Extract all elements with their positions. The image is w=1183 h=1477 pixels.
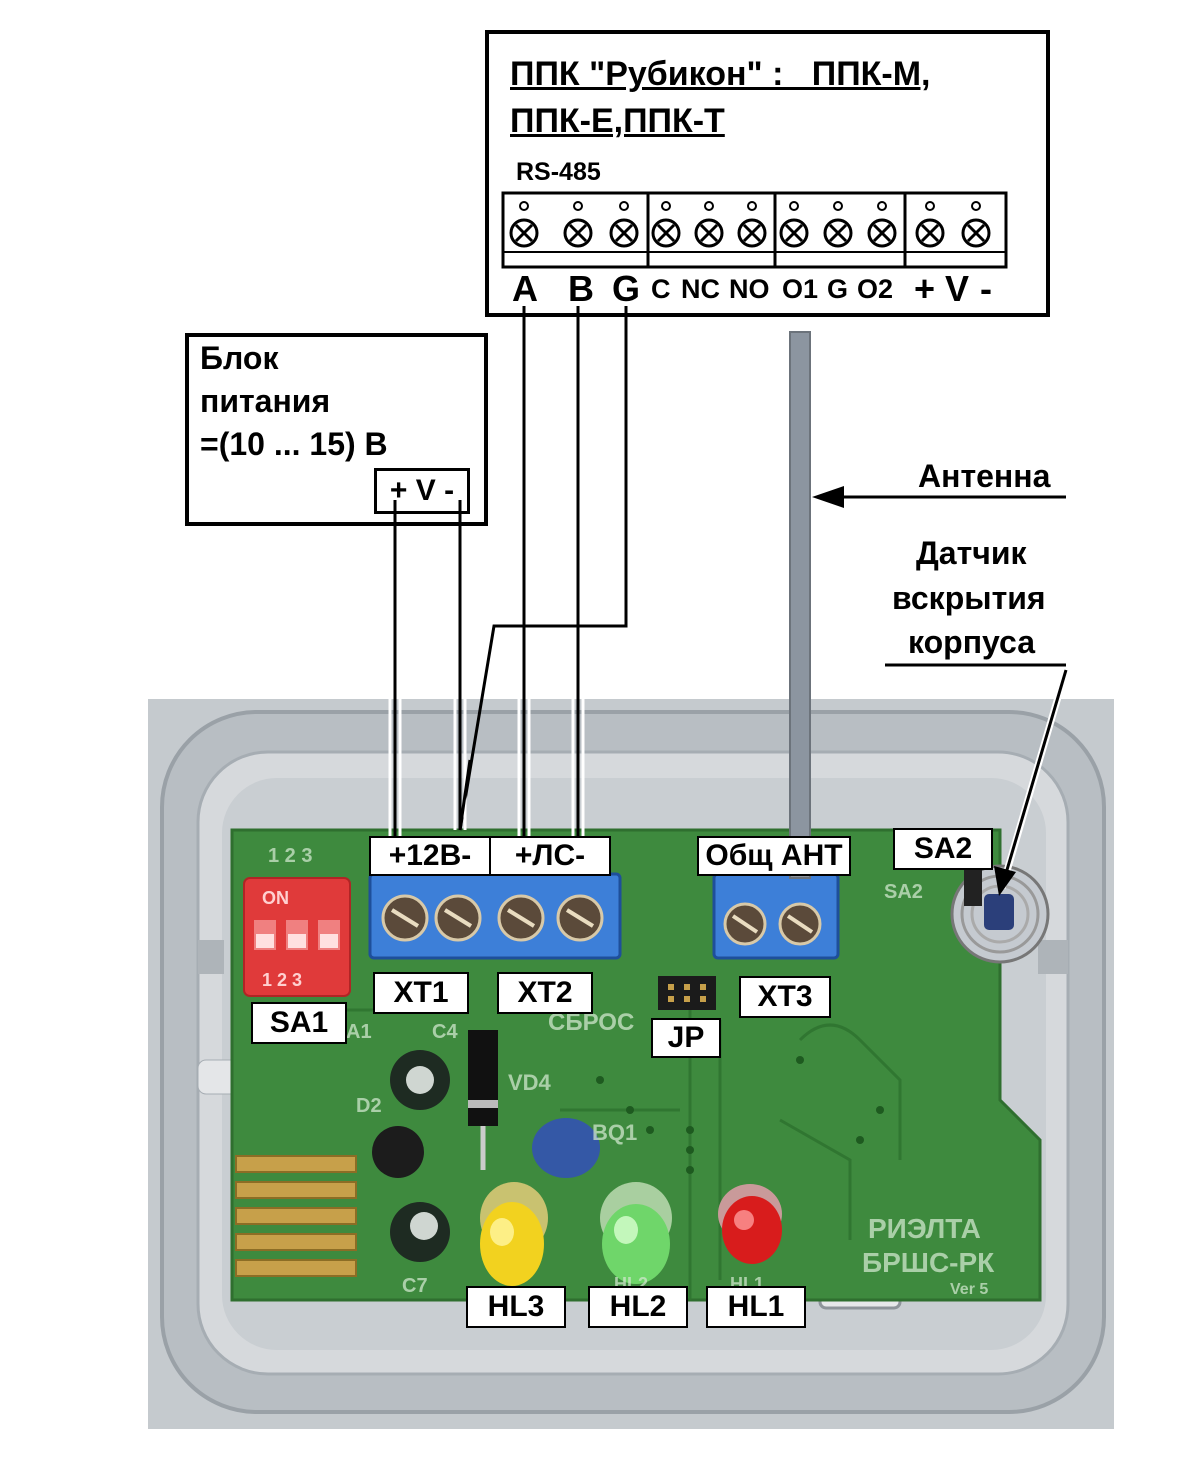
silk-a1: A1 xyxy=(346,1021,372,1043)
ppk-terminal-screw-cross xyxy=(872,223,892,243)
capacitor-c7 xyxy=(390,1202,450,1262)
power-supply-line1: Блок xyxy=(200,340,279,376)
hl3-label: HL3 xyxy=(466,1286,566,1328)
terminal-block-xt3 xyxy=(712,872,840,960)
silk-sa2: SA2 xyxy=(884,881,923,903)
xt2-pin-label: +ЛС- xyxy=(489,836,611,876)
hl1-label: HL1 xyxy=(706,1286,806,1328)
xt3-label: XT3 xyxy=(739,976,831,1018)
ppk-terminal-NC: NC xyxy=(681,274,720,304)
ppk-terminal-O2: O2 xyxy=(857,274,894,304)
tamper-label-line1: Датчик xyxy=(916,535,1027,571)
power-supply-line2: питания xyxy=(200,383,331,419)
ppk-terminal-hole xyxy=(573,201,583,211)
power-supply-terminals: + V - xyxy=(374,468,470,514)
ppk-terminal-screw-cross xyxy=(568,223,588,243)
transistor-d2 xyxy=(372,1126,424,1178)
led-hl3 xyxy=(480,1182,548,1286)
ppk-terminal-NO: NO xyxy=(729,274,770,304)
capacitor-c4 xyxy=(390,1050,450,1110)
ppk-title-line2: ППК-Е,ППК-Т xyxy=(510,102,725,140)
antenna-label: Антенна xyxy=(918,458,1051,494)
silk-c7: C7 xyxy=(402,1275,428,1297)
rs485-label: RS-485 xyxy=(516,158,601,186)
ppk-terminal-hole xyxy=(661,201,671,211)
silk-version: Ver 5 xyxy=(950,1281,988,1298)
ppk-terminal-screw-cross xyxy=(656,223,676,243)
ppk-terminal-hole xyxy=(789,201,799,211)
antenna-pointer-arrow xyxy=(812,486,844,508)
ppk-terminal-screw-cross xyxy=(699,223,719,243)
ppk-terminal-C: C xyxy=(651,274,671,304)
tamper-label-line2: вскрытия xyxy=(892,580,1046,616)
ppk-terminal-V: V xyxy=(945,268,970,309)
xt2-label: XT2 xyxy=(497,972,593,1014)
ppk-terminal-G: G xyxy=(612,268,641,309)
xt3-pin-label: Общ АНТ xyxy=(697,836,851,876)
antenna-rod xyxy=(789,331,811,879)
silk-model: БРШС-РК xyxy=(862,1247,995,1278)
power-supply-box xyxy=(185,333,488,526)
edge-contacts xyxy=(235,1155,357,1277)
xt1-pin-label: +12В- xyxy=(369,836,491,876)
silk-brand: РИЭЛТА xyxy=(868,1213,981,1244)
ppk-title-line1: ППК "Рубикон" : ППК-М, xyxy=(510,55,931,93)
sa2-label: SA2 xyxy=(893,828,993,870)
ppk-terminal-hole xyxy=(971,201,981,211)
ppk-terminal-hole xyxy=(704,201,714,211)
silk-vd4: VD4 xyxy=(508,1070,552,1095)
tamper-pointer-arrow xyxy=(994,866,1016,896)
dip-numbers-bottom: 1 2 3 xyxy=(262,970,302,990)
silk-dip-numbers: 1 2 3 xyxy=(268,845,312,867)
xt1-label: XT1 xyxy=(373,972,469,1014)
ppk-terminal-A: A xyxy=(512,268,538,309)
ppk-terminal-hole xyxy=(877,201,887,211)
silk-d2: D2 xyxy=(356,1095,382,1117)
tamper-label-line3: корпуса xyxy=(908,624,1035,660)
ppk-terminal-screw-cross xyxy=(920,223,940,243)
diode-vd4 xyxy=(468,1030,498,1170)
ppk-terminal-screw-cross xyxy=(614,223,634,243)
silk-bq1: BQ1 xyxy=(592,1120,637,1145)
wire-rs485-g xyxy=(458,306,628,831)
ppk-terminal-hole xyxy=(747,201,757,211)
ppk-terminal-O1: O1 xyxy=(782,274,819,304)
ppk-terminal-strip xyxy=(501,191,1008,269)
ppk-terminal-screw-cross xyxy=(514,223,534,243)
buzzer-bq1 xyxy=(532,1118,600,1178)
ppk-terminal-hole xyxy=(619,201,629,211)
power-supply-line3: =(10 ... 15) В xyxy=(200,426,388,462)
silk-c4: C4 xyxy=(432,1021,458,1043)
ppk-terminal-hole xyxy=(519,201,529,211)
ppk-terminal-G2: G xyxy=(827,274,849,304)
hl2-label: HL2 xyxy=(588,1286,688,1328)
ppk-terminal-screw-cross xyxy=(784,223,804,243)
ppk-terminal-plus: + xyxy=(914,268,936,309)
dip-on-label: ON xyxy=(262,888,289,908)
ppk-terminal-hole xyxy=(925,201,935,211)
sa1-label: SA1 xyxy=(251,1002,347,1044)
led-hl1 xyxy=(718,1184,782,1264)
dip-switch-sa1 xyxy=(243,877,351,997)
ppk-terminal-screw-cross xyxy=(742,223,762,243)
ppk-terminal-screw-cross xyxy=(966,223,986,243)
jp-label: JP xyxy=(651,1018,721,1058)
ppk-terminal-minus: - xyxy=(980,268,992,309)
ppk-terminal-screw-cross xyxy=(828,223,848,243)
led-hl2 xyxy=(600,1182,672,1284)
ppk-terminal-hole xyxy=(833,201,843,211)
jumper-jp xyxy=(658,976,716,1010)
tamper-switch-sa2 xyxy=(950,864,1050,964)
ppk-controller-box xyxy=(485,30,1050,317)
ppk-terminal-B: B xyxy=(568,268,594,309)
